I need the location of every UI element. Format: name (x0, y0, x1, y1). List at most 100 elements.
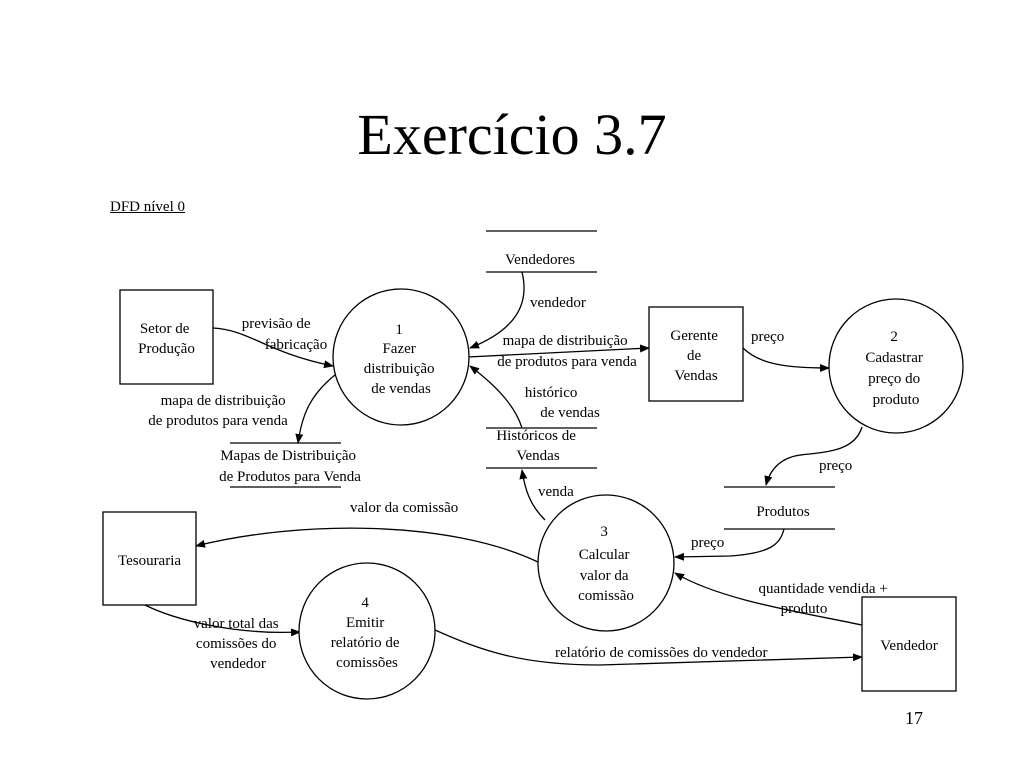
flow-historico-label: histórico de vendas (525, 385, 600, 421)
flow-preco-p3-label: preço (691, 535, 724, 551)
flow-valor-total-line2: comissões do (196, 636, 276, 652)
entity-gerente-line1: Gerente (670, 328, 718, 344)
store-produtos-label: Produtos (756, 504, 810, 520)
entity-gerente-vendas (648, 306, 744, 402)
process-2-cadastrar-preco (828, 298, 964, 434)
store-produtos: Produtos (724, 486, 835, 530)
process-3-calcular-comissao (537, 494, 675, 632)
flow-preco-produtos-arrow (764, 426, 863, 486)
store-vendedores-label: Vendedores (505, 252, 575, 268)
flow-relatorio-label: relatório de comissões do vendedor (555, 645, 767, 661)
process-2-line4: produto (873, 392, 920, 408)
store-mapas-distribuicao: Mapas de Distribuição de Produtos para V… (219, 442, 361, 488)
flow-mapa-right-line2: de produtos para venda (497, 354, 637, 370)
flow-preco-gerente-arrow (742, 347, 830, 372)
flow-quantidade-line2: produto (781, 601, 828, 617)
flow-preco-gerente-label: preço (751, 329, 784, 345)
flow-valor-comissao-arrow (195, 527, 539, 563)
store-historicos-vendas: Históricos de Vendas (486, 427, 597, 469)
process-4-line1: 4 (361, 595, 369, 611)
entity-tesouraria (102, 511, 197, 606)
entity-gerente-line3: Vendas (674, 368, 717, 384)
flow-quantidade-arrow (674, 572, 863, 626)
flow-previsao-line2: fabricação (265, 337, 327, 353)
svg-text:Produtos: Produtos (756, 504, 810, 520)
flow-mapa-left-arrow (295, 374, 336, 444)
flow-relatorio-line1: relatório de comissões do vendedor (555, 645, 767, 661)
flow-preco-produtos-label: preço (819, 458, 852, 474)
flow-valor-total-line3: vendedor (210, 656, 266, 672)
page-number: 17 (905, 708, 923, 728)
flow-vendedor-label: vendedor (530, 295, 586, 311)
flow-venda-label: venda (538, 484, 574, 500)
process-3-line2: Calcular (579, 547, 630, 563)
process-3-line3: valor da (580, 568, 629, 584)
entity-setor-line1: Setor de (140, 321, 190, 337)
flow-previsao-label: previsão de fabricação (242, 316, 327, 353)
process-4-line4: comissões (336, 655, 398, 671)
process-2-line2: Cadastrar (865, 350, 922, 366)
process-3-line4: comissão (578, 588, 634, 604)
store-historicos-line1: Históricos de (496, 428, 576, 444)
process-1-line2: Fazer (382, 341, 415, 357)
process-1-label: 1 Fazer distribuição de vendas (364, 322, 439, 397)
process-3-line1: 3 (600, 524, 608, 540)
flow-mapa-right-line1: mapa de distribuição (503, 333, 628, 349)
flow-valor-total-label: valor total das comissões do vendedor (194, 616, 283, 672)
flow-vendedor-arrow (469, 271, 525, 349)
svg-text:Históricos de Vendas: Históricos de Vendas (496, 428, 579, 464)
entity-setor-line2: Produção (138, 341, 195, 357)
entity-setor-producao (119, 289, 214, 385)
process-3-label: 3 Calcular valor da comissão (578, 524, 634, 604)
process-4-line2: Emitir (346, 615, 384, 631)
flow-historico-line1: histórico (525, 385, 578, 401)
process-4-label: 4 Emitir relatório de comissões (331, 595, 403, 671)
flow-venda-arrow (519, 469, 546, 521)
entity-vendedor (861, 596, 957, 692)
store-mapas-line1: Mapas de Distribuição (220, 448, 356, 464)
flow-quantidade-line1: quantidade vendida + (758, 581, 887, 597)
process-1-line3: distribuição (364, 361, 435, 377)
entity-setor-label: Setor de Produção (138, 321, 195, 357)
entity-tesouraria-line1: Tesouraria (118, 553, 181, 569)
store-historicos-line2: Vendas (516, 448, 559, 464)
flow-preco-produtos-line1: preço (819, 458, 852, 474)
flow-vendedor-line1: vendedor (530, 295, 586, 311)
diagram-subtitle: DFD nível 0 (110, 199, 185, 215)
flow-historico-line2: de vendas (540, 405, 600, 421)
process-1-fazer-distribuicao (332, 288, 470, 426)
process-4-line3: relatório de (331, 635, 400, 651)
entity-gerente-label: Gerente de Vendas (670, 328, 721, 384)
flow-mapa-left-line2: de produtos para venda (148, 413, 288, 429)
flow-preco-gerente-line1: preço (751, 329, 784, 345)
flow-mapa-right-label: mapa de distribuição de produtos para ve… (497, 333, 637, 370)
flow-valor-comissao-line1: valor da comissão (350, 500, 458, 516)
entity-vendedor-label: Vendedor (880, 638, 937, 654)
flow-preco-p3-line1: preço (691, 535, 724, 551)
entity-tesouraria-label: Tesouraria (118, 553, 181, 569)
flow-valor-total-arrow (144, 604, 301, 637)
flow-valor-total-line1: valor total das (194, 616, 279, 632)
entity-vendedor-line1: Vendedor (880, 638, 937, 654)
flow-relatorio-arrow (434, 629, 863, 666)
process-2-line1: 2 (890, 329, 898, 345)
process-2-label: 2 Cadastrar preço do produto (865, 329, 926, 408)
process-2-line3: preço do (868, 371, 920, 387)
slide-title: Exercício 3.7 (357, 102, 667, 167)
entity-gerente-line2: de (687, 348, 702, 364)
process-4-emitir-relatorio (298, 562, 436, 700)
flow-preco-p3-arrow (674, 528, 785, 561)
svg-text:Mapas de Distribuição de: Mapas de Distribuição de Produtos para V… (219, 448, 361, 485)
flow-venda-line1: venda (538, 484, 574, 500)
flow-previsao-arrow (212, 327, 334, 369)
store-mapas-line2: de Produtos para Venda (219, 469, 361, 485)
flow-valor-comissao-label: valor da comissão (350, 500, 458, 516)
flow-previsao-line1: previsão de (242, 316, 311, 332)
process-1-line4: de vendas (371, 381, 431, 397)
svg-text:Vendedores: Vendedores (505, 252, 575, 268)
flow-mapa-right-arrow (467, 344, 650, 358)
flow-mapa-left-line1: mapa de distribuição (161, 393, 286, 409)
flow-mapa-left-label: mapa de distribuição de produtos para ve… (148, 393, 289, 429)
flow-quantidade-label: quantidade vendida + produto (758, 581, 891, 617)
